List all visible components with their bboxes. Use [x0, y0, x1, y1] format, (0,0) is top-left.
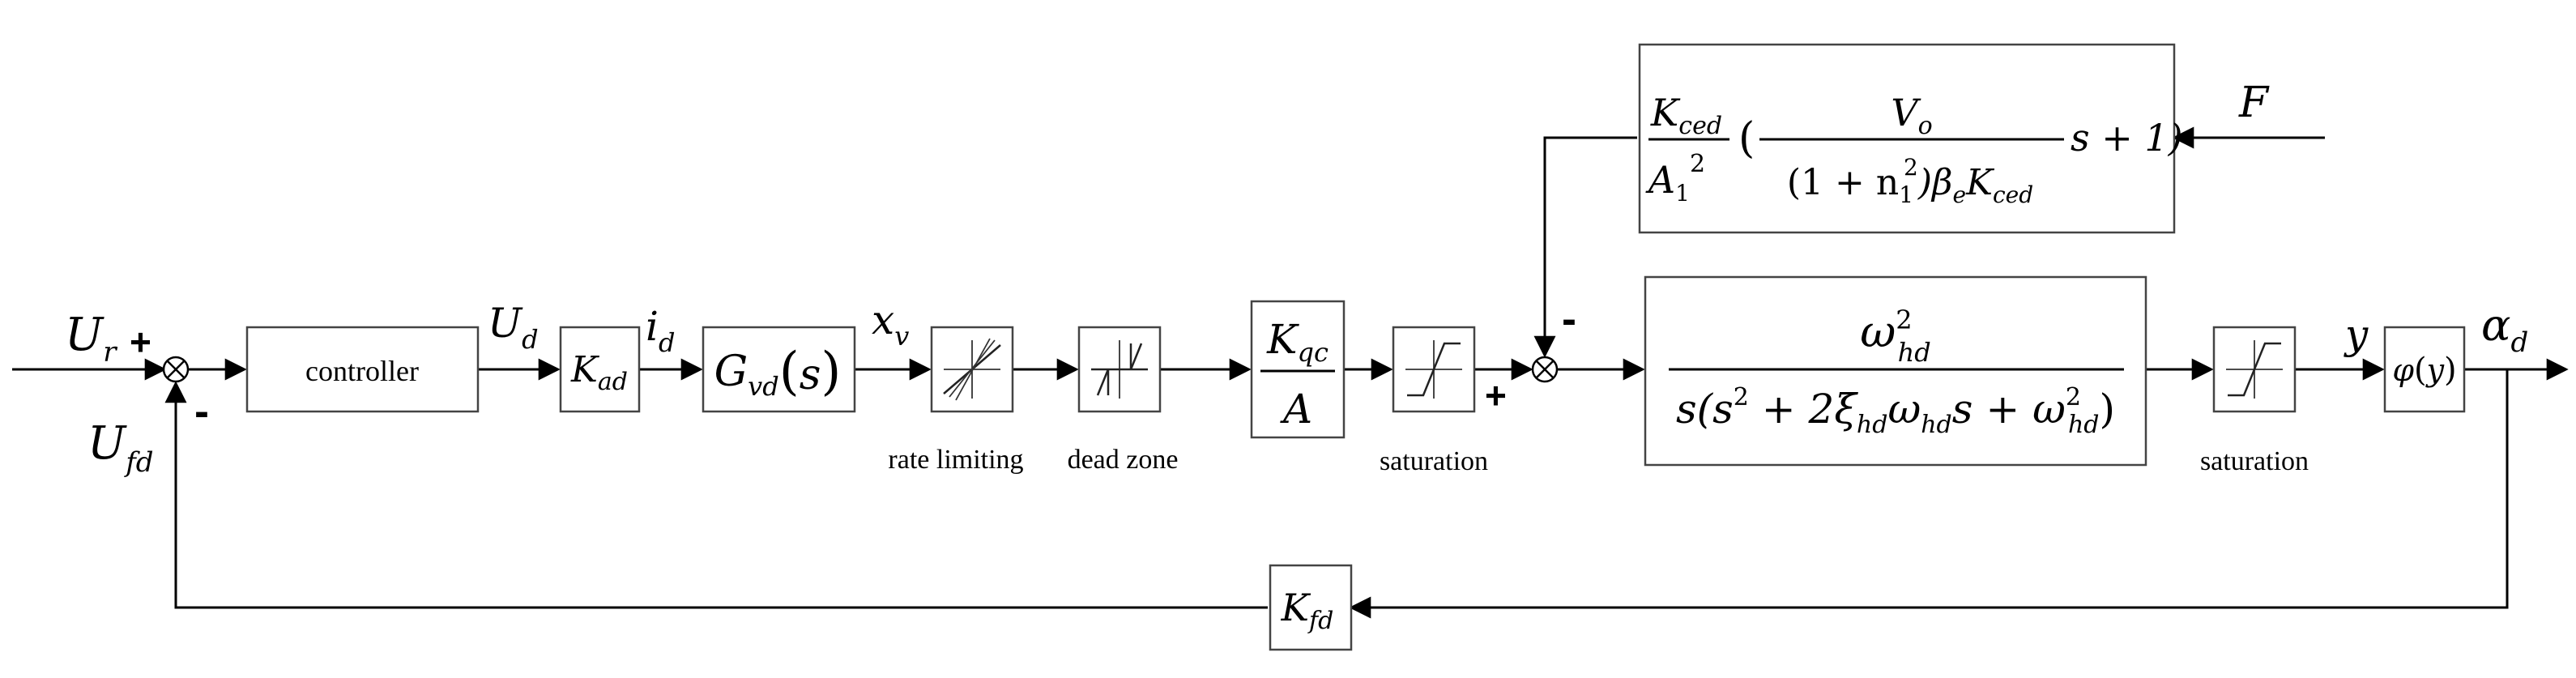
- current-gain-block: Kad: [559, 326, 641, 413]
- controller-label: controller: [305, 355, 419, 387]
- signal-wires: [12, 126, 2569, 619]
- rate-limiting-label: rate limiting: [888, 445, 1023, 475]
- rate-limiter-block: [930, 326, 1014, 413]
- flow-gain-block: Kqc A: [1250, 300, 1346, 439]
- summing-junction-2: [1531, 356, 1559, 383]
- disturbance-signal-label: F: [2238, 79, 2270, 127]
- disturbance-gain-denominator: A12: [1645, 150, 1705, 207]
- output-function-block: φ(y): [2383, 326, 2466, 413]
- valve-displacement-label: xv: [872, 296, 909, 352]
- current-gain-label: Kad: [570, 349, 628, 396]
- reference-plus-sign: +: [130, 321, 151, 363]
- signal-labels: Ur + - Ufd Ud id xv + - F y αd: [65, 79, 2528, 479]
- feedback-signal-label: Ufd: [87, 417, 154, 479]
- saturation-label-1: saturation: [1380, 446, 1488, 476]
- disturbance-block: Kced A12 ( Vo (1 + n12)βeKced s + 1): [1638, 43, 2183, 234]
- feedback-gain-label: Kfd: [1281, 586, 1334, 635]
- saturation-block-2: [2212, 326, 2297, 413]
- current-signal-label: id: [646, 303, 675, 358]
- nonlinearity-captions: rate limiting dead zone saturation satur…: [888, 445, 2309, 476]
- disturbance-gain-numerator: Kced: [1650, 91, 1722, 140]
- disturbance-open-paren: (: [1738, 114, 1755, 163]
- disturbance-tail: s + 1): [2071, 116, 2183, 160]
- saturation-block-1: [1392, 326, 1476, 413]
- reference-signal-label: Ur: [65, 309, 117, 369]
- disturbance-inner-numerator: Vo: [1891, 91, 1932, 140]
- feedback-gain-block: Kfd: [1269, 564, 1353, 651]
- output-signal-label: αd: [2481, 300, 2528, 359]
- summing-junction-1: [162, 356, 190, 383]
- valve-label: Gvd(s): [714, 342, 842, 402]
- output-function-label: φ(y): [2392, 352, 2456, 389]
- wire-feedback-return: [164, 381, 1268, 609]
- dead-zone-block: [1077, 326, 1162, 413]
- flow-plus-sign: +: [1485, 374, 1507, 416]
- wire-disturbance-to-sum2: [1533, 136, 1637, 358]
- saturation-label-2: saturation: [2200, 446, 2309, 476]
- flow-gain-numerator: Kqc: [1266, 316, 1329, 368]
- flow-gain-denominator: A: [1280, 386, 1312, 433]
- valve-block: Gvd(s): [702, 326, 856, 413]
- disturbance-minus-sign: -: [1562, 295, 1576, 343]
- displacement-signal-label: y: [2344, 311, 2369, 358]
- wire-feedback-down: [1349, 369, 2509, 619]
- controller-block: controller: [245, 326, 480, 413]
- feedback-minus-sign: -: [194, 387, 209, 436]
- dead-zone-label: dead zone: [1068, 445, 1179, 475]
- disturbance-inner-denominator: (1 + n12)βeKced: [1787, 154, 2033, 208]
- control-signal-label: Ud: [488, 300, 539, 355]
